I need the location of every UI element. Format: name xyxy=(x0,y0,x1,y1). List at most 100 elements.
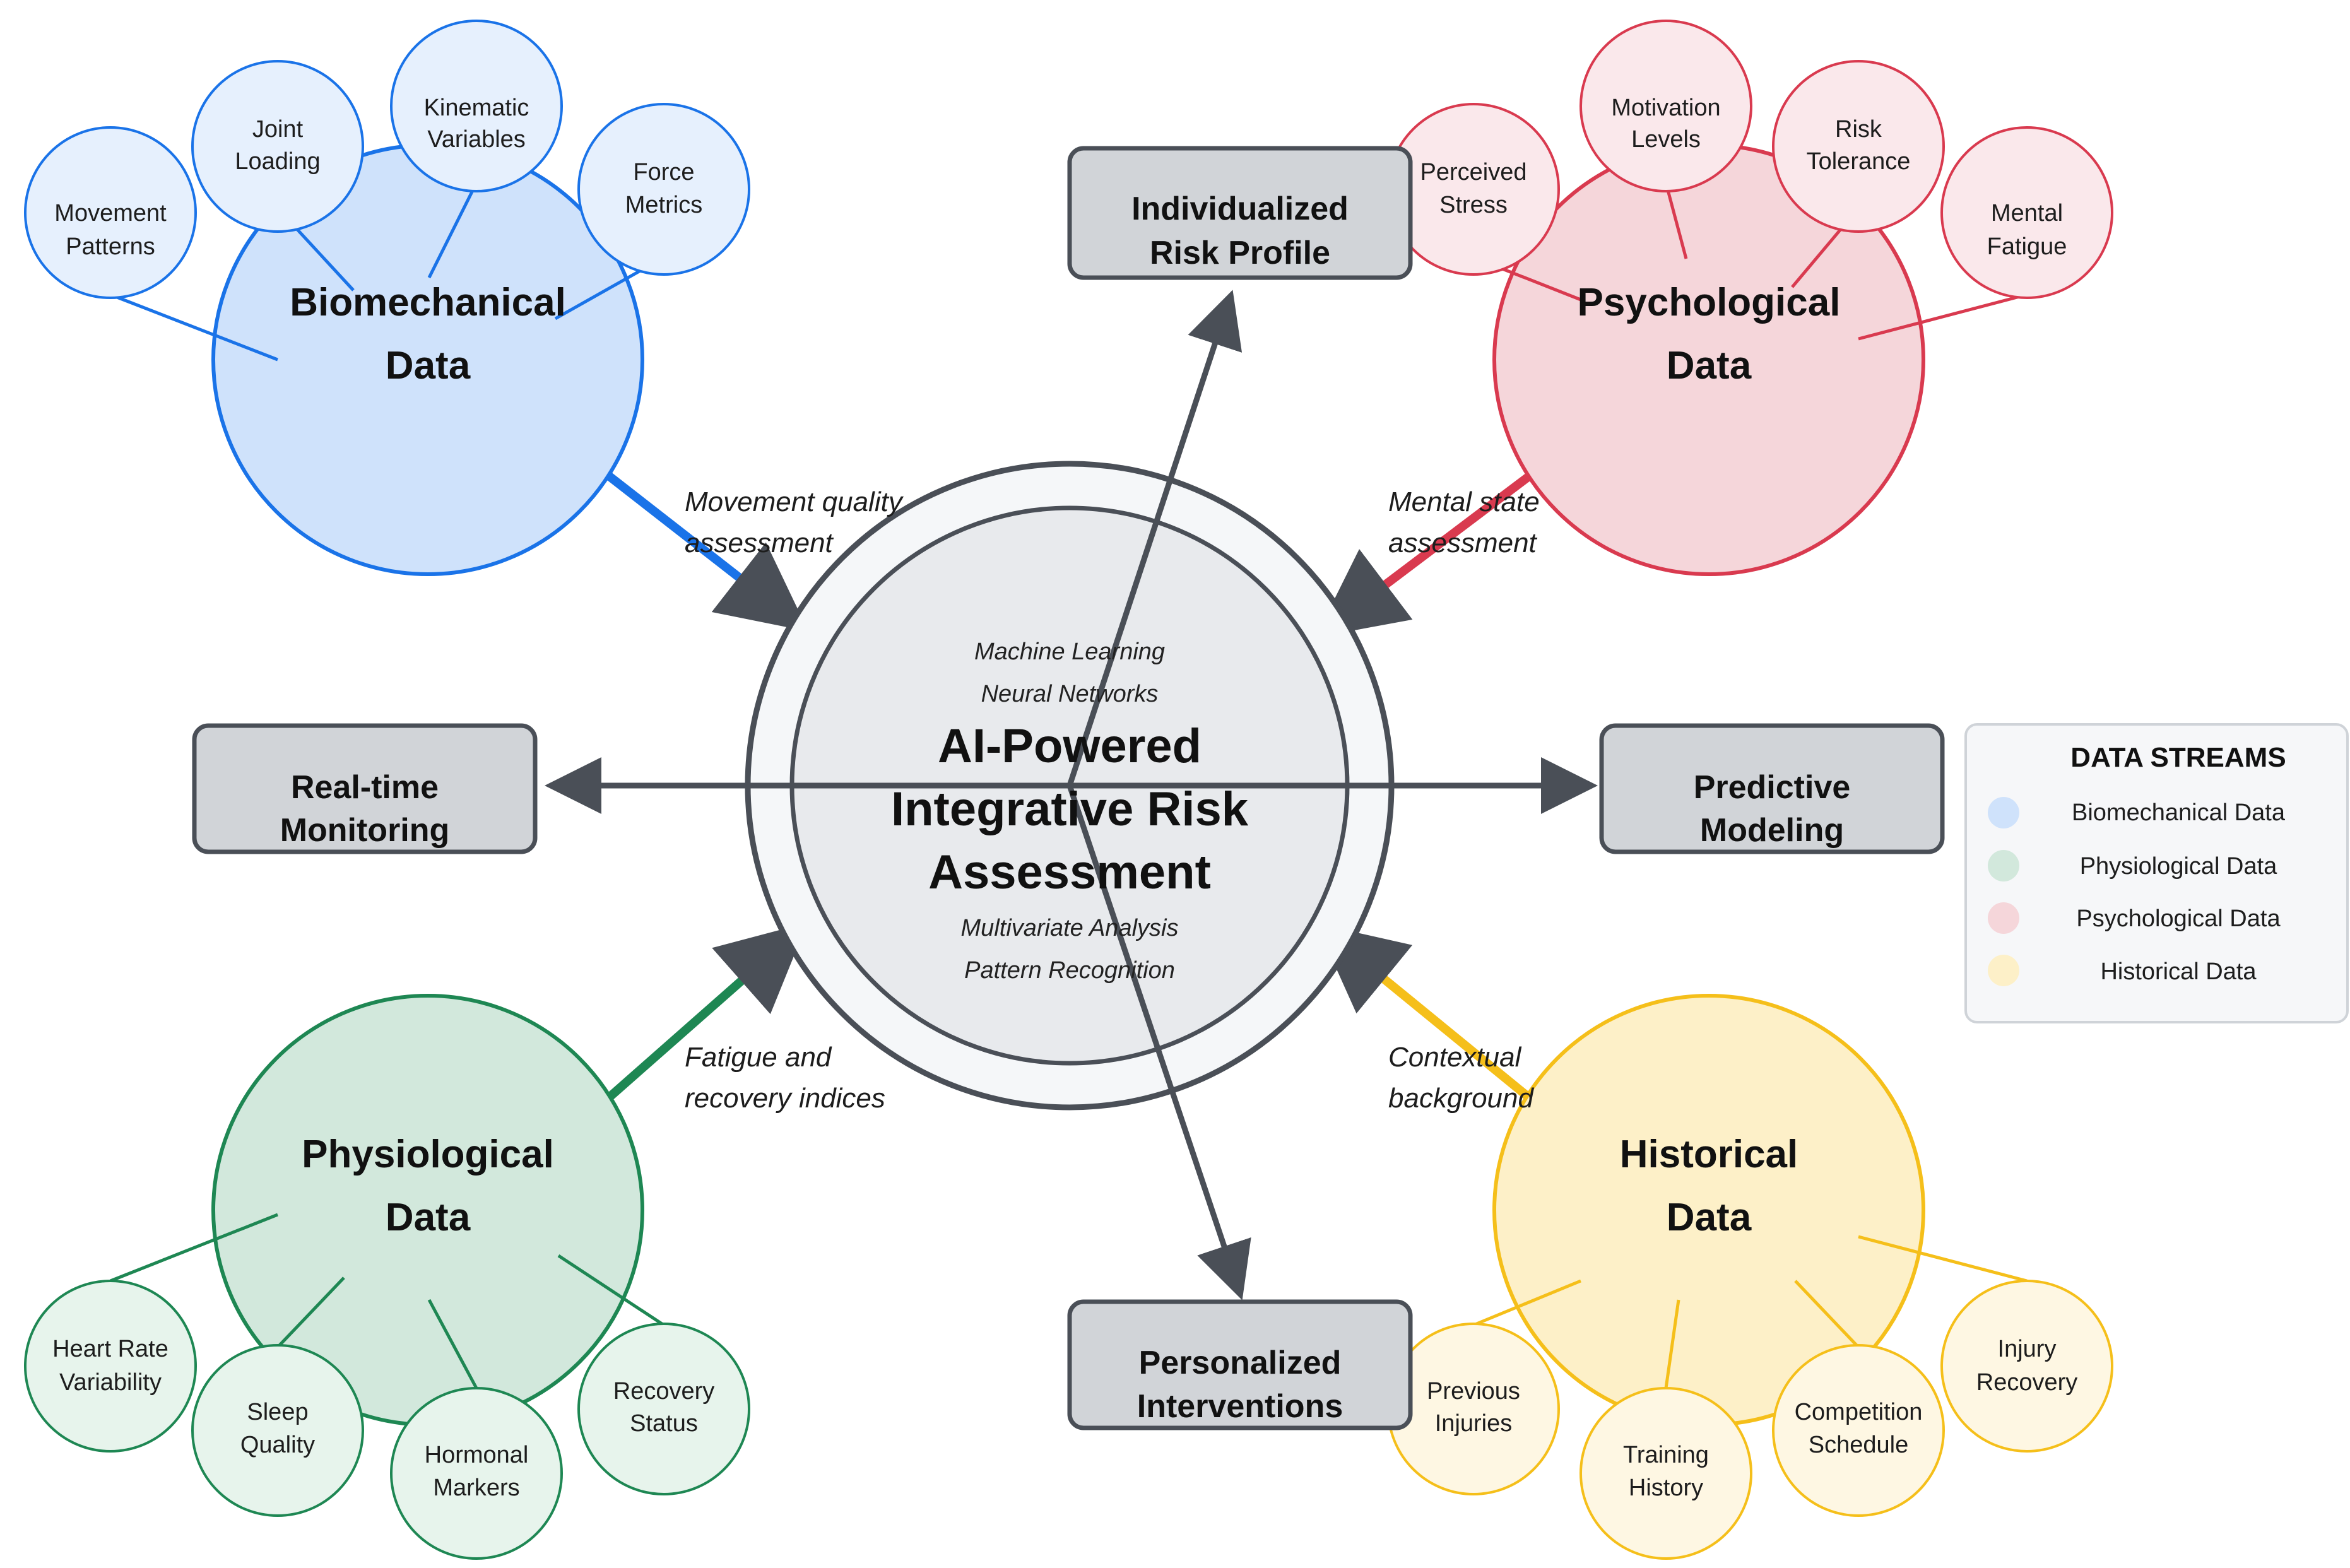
biomechanical-sub-force-metrics xyxy=(577,103,750,276)
physiological-item-4-l1: Recovery xyxy=(613,1378,715,1405)
biomechanical-item-4-l2: Metrics xyxy=(625,192,702,218)
spoke xyxy=(557,1254,665,1327)
arrow-to-interventions xyxy=(1066,784,1251,1300)
label-physiological-l1: Fatigue and xyxy=(685,1042,832,1073)
psychological-sub-perceived-stress xyxy=(1387,103,1560,276)
biomechanical-sub-kinematic-variables xyxy=(390,20,563,192)
psychological-item-4-l1: Mental xyxy=(1991,200,2063,227)
psychological-title-l1: Psychological xyxy=(1578,281,1841,324)
connector-physiological xyxy=(598,923,808,1108)
stream-biomechanical: Movement Patterns Joint Loading Kinemati… xyxy=(24,20,750,576)
interventions-l2: Interventions xyxy=(1137,1388,1343,1425)
label-biomechanical-l1: Movement quality xyxy=(685,486,904,517)
core-method-pr: Pattern Recognition xyxy=(964,957,1175,984)
physiological-sub-sleep-quality xyxy=(191,1344,364,1517)
legend-entry-physiological: Physiological Data xyxy=(2080,853,2277,880)
psychological-item-2-l2: Levels xyxy=(1631,126,1701,153)
psychological-item-3-l1: Risk xyxy=(1835,116,1882,143)
core-method-ml: Machine Learning xyxy=(974,639,1165,665)
core-text: Machine Learning Neural Networks AI-Powe… xyxy=(891,639,1249,984)
output-box-interventions: Personalized Interventions xyxy=(1067,1299,1413,1430)
label-psychological-l2: assessment xyxy=(1388,528,1538,558)
stream-connectors xyxy=(598,466,1540,1108)
spoke xyxy=(110,293,278,362)
legend: DATA STREAMS Biomechanical Data Physiolo… xyxy=(1964,723,2349,1023)
spoke xyxy=(110,1213,278,1283)
physiological-item-1-l2: Variability xyxy=(59,1369,162,1396)
stream-physiological: Heart Rate Variability Sleep Quality Hor… xyxy=(24,994,750,1560)
spoke xyxy=(1664,182,1688,259)
stream-psychological: Perceived Stress Motivation Levels Risk … xyxy=(1387,20,2113,576)
physiological-sub-recovery-status xyxy=(577,1323,750,1495)
core-title-l3: Assessment xyxy=(928,846,1211,899)
psychological-item-1-l2: Stress xyxy=(1439,192,1508,218)
output-box-monitoring: Real-time Monitoring xyxy=(192,723,538,854)
psychological-sub-risk-tolerance xyxy=(1772,60,1945,233)
legend-entry-biomechanical: Biomechanical Data xyxy=(2072,799,2286,826)
label-psychological-l1: Mental state xyxy=(1388,486,1540,517)
biomechanical-item-2-l1: Joint xyxy=(252,116,304,143)
label-historical-l1: Contextual xyxy=(1388,1042,1522,1073)
psychological-title-l2: Data xyxy=(1667,344,1752,387)
core-method-nn: Neural Networks xyxy=(981,681,1159,707)
label-physiological-l2: recovery indices xyxy=(685,1083,885,1114)
legend-swatch-historical xyxy=(1988,955,2019,986)
psychological-item-3-l2: Tolerance xyxy=(1807,148,1911,175)
psychological-item-4-l2: Fatigue xyxy=(1987,233,2067,260)
physiological-item-2-l1: Sleep xyxy=(247,1399,308,1425)
output-box-risk-profile: Individualized Risk Profile xyxy=(1067,146,1413,280)
connector-historical xyxy=(1316,923,1540,1108)
biomechanical-item-4-l1: Force xyxy=(633,159,694,186)
connector-biomechanical xyxy=(598,466,809,632)
psychological-item-2-l1: Motivation xyxy=(1611,95,1720,121)
historical-item-3-l2: Schedule xyxy=(1809,1432,1908,1458)
legend-swatch-physiological xyxy=(1988,850,2019,881)
connector-psychological xyxy=(1315,466,1540,638)
biomechanical-item-3-l2: Variables xyxy=(427,126,526,153)
physiological-item-2-l2: Quality xyxy=(240,1432,315,1458)
legend-box xyxy=(1964,723,2349,1023)
historical-title-l1: Historical xyxy=(1620,1133,1798,1176)
spoke xyxy=(1664,1299,1680,1389)
historical-sub-previous-injuries xyxy=(1387,1323,1560,1495)
physiological-item-4-l2: Status xyxy=(630,1410,698,1437)
predictive-box xyxy=(1599,723,1945,854)
legend-entry-psychological: Psychological Data xyxy=(2076,905,2281,932)
legend-title: DATA STREAMS xyxy=(2070,742,2286,773)
historical-item-1-l1: Previous xyxy=(1427,1378,1520,1405)
physiological-sub-heart-rate-variability xyxy=(24,1280,197,1453)
biomechanical-item-1-l2: Patterns xyxy=(66,233,155,260)
predictive-l2: Modeling xyxy=(1700,812,1844,849)
spoke xyxy=(1858,293,2028,341)
biomechanical-title-l1: Biomechanical xyxy=(290,281,566,324)
biomechanical-sub-movement-patterns xyxy=(24,126,197,299)
output-arrows xyxy=(545,290,1598,1300)
biomechanical-item-2-l2: Loading xyxy=(235,148,320,175)
physiological-item-1-l1: Heart Rate xyxy=(52,1336,168,1362)
psychological-item-1-l1: Perceived xyxy=(1420,159,1527,186)
spoke xyxy=(427,1299,478,1389)
historical-item-2-l2: History xyxy=(1629,1475,1703,1501)
output-box-predictive: Predictive Modeling xyxy=(1599,723,1945,854)
historical-sub-injury-recovery xyxy=(1940,1280,2113,1453)
core-title-l2: Integrative Risk xyxy=(891,782,1249,836)
biomechanical-item-3-l1: Kinematic xyxy=(424,95,529,121)
historical-item-4-l1: Injury xyxy=(1998,1336,2057,1362)
physiological-item-3-l1: Hormonal xyxy=(425,1442,529,1468)
risk-profile-l1: Individualized xyxy=(1131,191,1349,227)
biomechanical-item-1-l1: Movement xyxy=(54,200,167,227)
label-biomechanical-l2: assessment xyxy=(685,528,834,558)
physiological-title-l1: Physiological xyxy=(302,1133,554,1176)
spoke xyxy=(1473,1279,1581,1327)
spoke xyxy=(1794,1280,1860,1348)
psychological-sub-mental-fatigue xyxy=(1940,126,2113,299)
predictive-l1: Predictive xyxy=(1694,769,1851,806)
physiological-item-3-l2: Markers xyxy=(433,1475,519,1501)
biomechanical-sub-joint-loading xyxy=(191,60,364,233)
historical-item-4-l2: Recovery xyxy=(1976,1369,2078,1396)
risk-profile-l2: Risk Profile xyxy=(1150,235,1330,271)
legend-swatch-biomechanical xyxy=(1988,797,2019,828)
historical-title-l2: Data xyxy=(1667,1196,1752,1239)
